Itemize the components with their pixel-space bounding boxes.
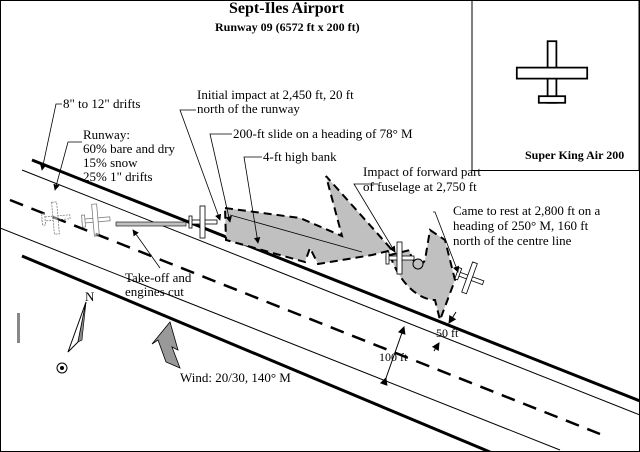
rest-label-3: north of the centre line [453,233,572,248]
runway-shoulder-south [0,227,561,451]
runway-shoulder-north [21,169,640,416]
runway-drifts-label: 25% 1" drifts [83,169,153,184]
distance-50ft-label: 50 ft [436,326,459,340]
aircraft-ghost-icon [80,202,112,238]
forward-impact-label: Impact of forward part [363,164,482,179]
rest-label-2: heading of 250° M, 160 ft [453,218,589,233]
runway-edge-south [21,254,491,452]
runway-label: Runway: [83,127,130,142]
north-label: N [85,289,95,304]
wind-label: Wind: 20/30, 140° M [180,370,291,385]
dimension-50ft-bottom [431,342,440,352]
slide-path-area [223,175,394,266]
distance-100ft-label: 100 ft [379,350,408,364]
aircraft-rest-icon [450,257,490,299]
page-subtitle: Runway 09 (6572 ft x 200 ft) [215,20,360,34]
leader-arrows [40,103,459,273]
runway-centre-line [9,198,601,436]
runway-bare-label: 60% bare and dry [83,141,176,156]
forward-impact-label-2: of fuselage at 2,750 ft [363,179,477,194]
bank-label: 4-ft high bank [263,149,337,164]
slide-label: 200-ft slide on a heading of 78° M [233,126,413,141]
runway-edge-north [31,158,640,403]
inset-label: Super King Air 200 [525,148,625,162]
page-title: Sept-Iles Airport [229,0,345,17]
drifts-label: 8" to 12" drifts [63,96,141,111]
rest-label: Came to rest at 2,800 ft on a [453,203,601,218]
takeoff-track [115,221,187,227]
impact-crater [412,258,424,270]
takeoff-label: Take-off and [125,270,192,285]
dimension-50ft-top [448,311,457,324]
aircraft-ghost-icon [40,200,72,236]
runway-snow-label: 15% snow [83,155,138,170]
scale-bar [17,313,20,343]
dimension-100ft [379,326,406,386]
initial-impact-label: Initial impact at 2,450 ft, 20 ft [197,87,354,102]
wind-arrow-icon [151,321,181,369]
takeoff-label-2: engines cut [125,284,184,299]
initial-impact-label-2: north of the runway [197,101,300,116]
skid-mark [229,214,363,253]
